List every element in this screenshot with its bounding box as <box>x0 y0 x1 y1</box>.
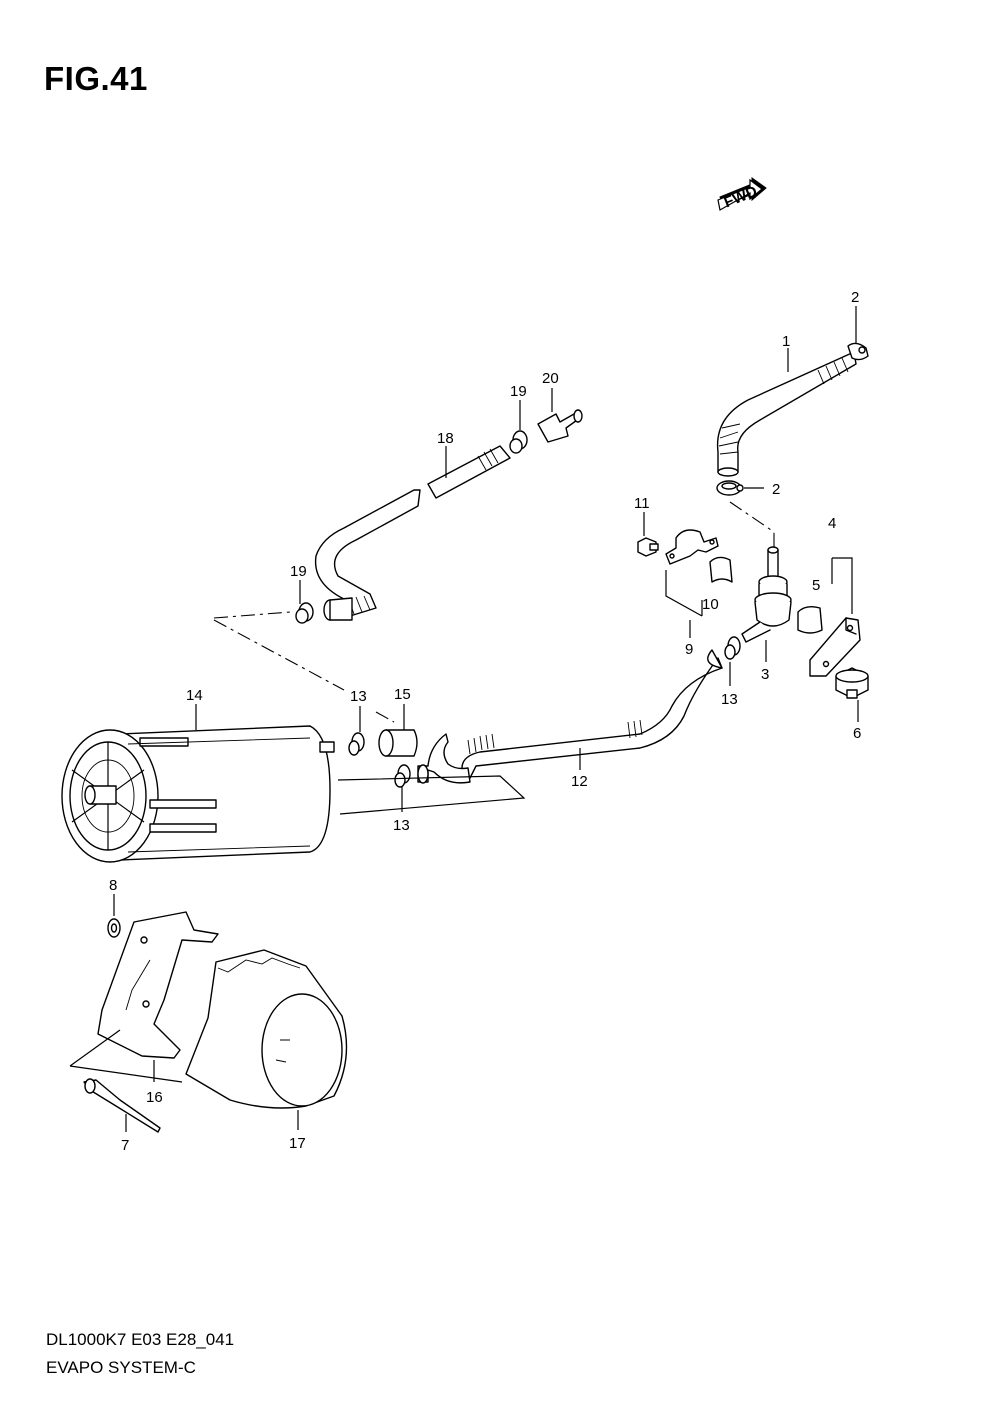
callout-16: 16 <box>146 1089 163 1106</box>
part-11-bolt <box>637 537 659 557</box>
callout-2-upper: 2 <box>851 289 859 306</box>
callout-10: 10 <box>702 596 719 613</box>
callout-8: 8 <box>109 877 117 894</box>
part-9-clamp-bracket <box>665 529 719 565</box>
part-2-clamp-lower <box>716 480 744 496</box>
callout-1: 1 <box>782 333 790 350</box>
footer-system: EVAPO SYSTEM-C <box>46 1358 196 1377</box>
part-8-washer <box>107 918 121 938</box>
callout-20: 20 <box>542 370 559 387</box>
footer-code: DL1000K7 E03 E28_041 <box>46 1330 235 1349</box>
part-14-canister <box>61 725 335 863</box>
callout-15: 15 <box>394 686 411 703</box>
callout-6: 6 <box>853 725 861 742</box>
part-2-clamp-upper <box>847 342 869 361</box>
fwd-label: FWD <box>722 183 760 212</box>
part-12-hose <box>417 649 723 784</box>
part-13-clamp-mid <box>348 732 365 756</box>
part-3-valve <box>741 546 792 643</box>
part-18-hose <box>314 445 511 621</box>
callout-9: 9 <box>685 641 693 658</box>
callout-3: 3 <box>761 666 769 683</box>
callout-12: 12 <box>571 773 588 790</box>
figure-title: FIG.41 <box>44 60 148 97</box>
part-6-bolt <box>835 667 869 699</box>
callout-19-upper: 19 <box>510 383 527 400</box>
part-7-rivet <box>83 1078 161 1133</box>
part-4-bracket <box>809 617 861 677</box>
part-1-hose <box>716 351 857 477</box>
callout-11: 11 <box>634 495 650 512</box>
part-16-bracket <box>97 911 219 1059</box>
callout-2-lower: 2 <box>772 481 780 498</box>
callout-19-lower: 19 <box>290 563 307 580</box>
callout-14: 14 <box>186 687 203 704</box>
leader-lines <box>113 306 859 1132</box>
callout-7: 7 <box>121 1137 129 1154</box>
fwd-arrow-icon: FWD <box>717 177 767 212</box>
callout-13-lower: 13 <box>393 817 410 834</box>
part-19-clamp-upper <box>509 430 528 454</box>
part-19-clamp-lower <box>295 602 314 624</box>
part-20-fitting <box>537 409 583 443</box>
part-10-cushion <box>709 556 733 583</box>
part-15-connector <box>378 729 418 757</box>
callout-17: 17 <box>289 1135 306 1152</box>
part-5-cushion <box>797 605 823 634</box>
callout-13-right: 13 <box>721 691 738 708</box>
callout-18: 18 <box>437 430 454 447</box>
part-13-clamp-right <box>724 636 741 660</box>
callout-4: 4 <box>828 515 836 532</box>
callout-5: 5 <box>812 577 820 594</box>
part-17-cover <box>185 949 348 1109</box>
part-13-clamp-lower <box>394 764 411 788</box>
callout-13-mid: 13 <box>350 688 367 705</box>
